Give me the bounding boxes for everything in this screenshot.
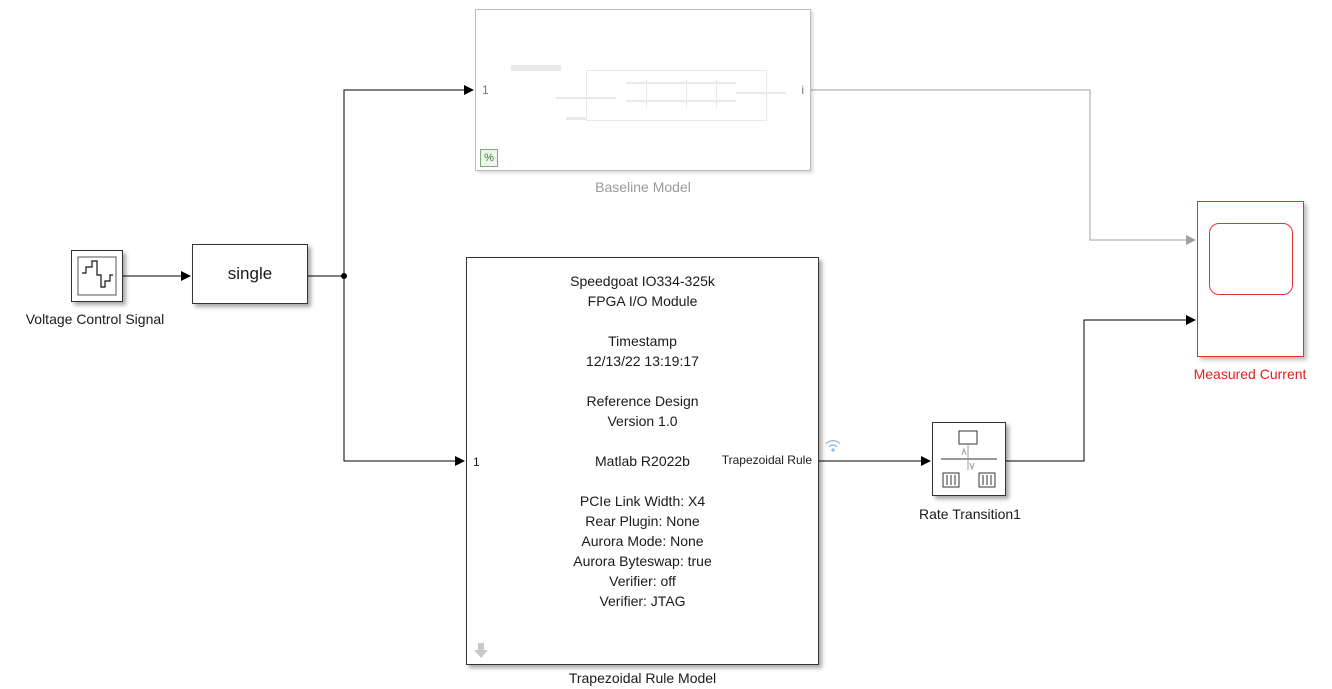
rate-transition-block[interactable] xyxy=(932,422,1006,496)
info-line: PCIe Link Width: X4 xyxy=(579,493,706,509)
trapezoidal-input-port-label: 1 xyxy=(473,455,480,469)
rate-transition-icon xyxy=(941,430,997,488)
info-line: Matlab R2022b xyxy=(595,453,690,469)
baseline-model-block[interactable]: 1 i % xyxy=(475,9,811,171)
info-spacer xyxy=(467,431,818,451)
voltage-control-signal-block[interactable] xyxy=(71,250,123,302)
signal-builder-icon xyxy=(77,256,117,296)
scope-screen-icon xyxy=(1209,223,1293,295)
wireless-signal-icon xyxy=(825,440,841,452)
wire-baseline-to-scope[interactable] xyxy=(811,89,1196,245)
rate-transition-caption: Rate Transition1 xyxy=(919,506,1021,522)
trapezoidal-output-port-label: Trapezoidal Rule xyxy=(721,453,812,467)
info-spacer xyxy=(467,471,818,491)
trapezoidal-rule-model-caption: Trapezoidal Rule Model xyxy=(568,670,717,686)
trapezoidal-block-info: Speedgoat IO334-325k FPGA I/O Module Tim… xyxy=(467,271,818,611)
info-line: Version 1.0 xyxy=(607,413,678,429)
baseline-model-caption: Baseline Model xyxy=(595,179,691,195)
info-line: Aurora Mode: None xyxy=(581,533,704,549)
info-line: Verifier: off xyxy=(609,573,676,589)
baseline-input-port-label: 1 xyxy=(482,83,489,97)
data-type-conversion-block[interactable]: single xyxy=(192,244,308,304)
voltage-control-signal-caption: Voltage Control Signal xyxy=(25,311,165,327)
down-arrow-icon xyxy=(474,643,488,658)
trapezoidal-rule-model-block[interactable]: Speedgoat IO334-325k FPGA I/O Module Tim… xyxy=(466,257,819,665)
measured-current-caption: Measured Current xyxy=(1193,366,1307,382)
info-line: FPGA I/O Module xyxy=(587,293,698,309)
data-type-label: single xyxy=(227,264,273,283)
info-line: Reference Design xyxy=(586,393,699,409)
info-line: Rear Plugin: None xyxy=(585,513,700,529)
info-line: Timestamp xyxy=(608,333,677,349)
wire-rate-transition-to-scope[interactable] xyxy=(1006,315,1196,462)
info-spacer xyxy=(467,371,818,391)
measured-current-scope-block[interactable] xyxy=(1197,201,1304,357)
branch-point xyxy=(341,273,347,279)
info-line: Aurora Byteswap: true xyxy=(573,553,712,569)
wire-single-to-trapezoidal[interactable] xyxy=(343,276,465,466)
info-line: Verifier: JTAG xyxy=(599,593,686,609)
model-reference-badge-icon: % xyxy=(480,149,498,167)
wire-single-to-baseline[interactable] xyxy=(308,85,474,277)
info-spacer xyxy=(467,311,818,331)
info-line: 12/13/22 13:19:17 xyxy=(586,353,699,369)
baseline-preview-thumbnail xyxy=(506,50,786,130)
baseline-output-port-label: i xyxy=(801,83,804,97)
info-line: Speedgoat IO334-325k xyxy=(570,273,715,289)
